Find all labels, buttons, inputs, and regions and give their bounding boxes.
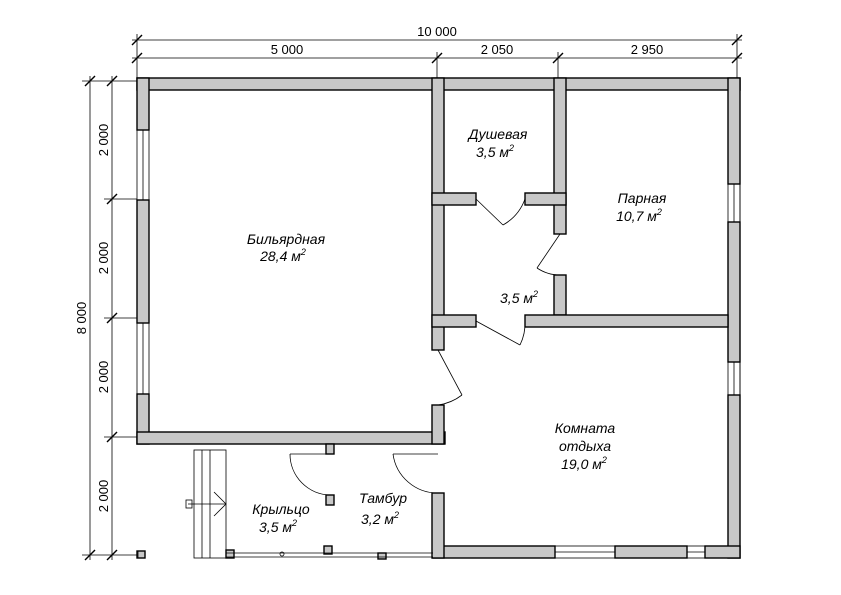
top-dimensions: 10 000 5 000 2 050 2 950 (131, 24, 743, 80)
room-vestibule-name: Тамбур (359, 490, 407, 506)
windows (136, 78, 741, 559)
dim-left-seg-4: 2 000 (96, 480, 111, 513)
room-hall-area: 3,5 м2 (500, 289, 538, 306)
room-rest-name-2: отдыха (559, 438, 611, 454)
left-dimensions: 8 000 2 000 2 000 2 000 2 000 (74, 75, 137, 561)
room-rest-name: Комната (555, 420, 616, 436)
room-shower-area: 3,5 м2 (476, 143, 514, 160)
room-labels: Бильярдная 28,4 м2 Душевая 3,5 м2 Парная… (247, 126, 667, 535)
dim-top-total: 10 000 (417, 24, 457, 39)
walls (136, 77, 741, 560)
room-porch-area: 3,5 м2 (259, 518, 297, 535)
dim-top-seg-2: 2 050 (481, 42, 514, 57)
doors (289, 198, 561, 496)
room-steam-name: Парная (618, 190, 667, 206)
dim-left-seg-3: 2 000 (96, 361, 111, 394)
room-steam-area: 10,7 м2 (616, 207, 662, 224)
room-vestibule-area: 3,2 м2 (361, 510, 399, 527)
dim-left-seg-2: 2 000 (96, 242, 111, 275)
dim-top-seg-3: 2 950 (631, 42, 664, 57)
dim-left-total: 8 000 (74, 302, 89, 335)
porch-steps (137, 449, 285, 559)
dim-top-seg-1: 5 000 (271, 42, 304, 57)
room-billiard-name: Бильярдная (247, 231, 326, 247)
room-shower-name: Душевая (467, 126, 528, 142)
room-billiard-area: 28,4 м2 (259, 247, 306, 264)
room-porch-name: Крыльцо (252, 501, 310, 517)
room-rest-area: 19,0 м2 (561, 455, 607, 472)
dim-left-seg-1: 2 000 (96, 124, 111, 157)
